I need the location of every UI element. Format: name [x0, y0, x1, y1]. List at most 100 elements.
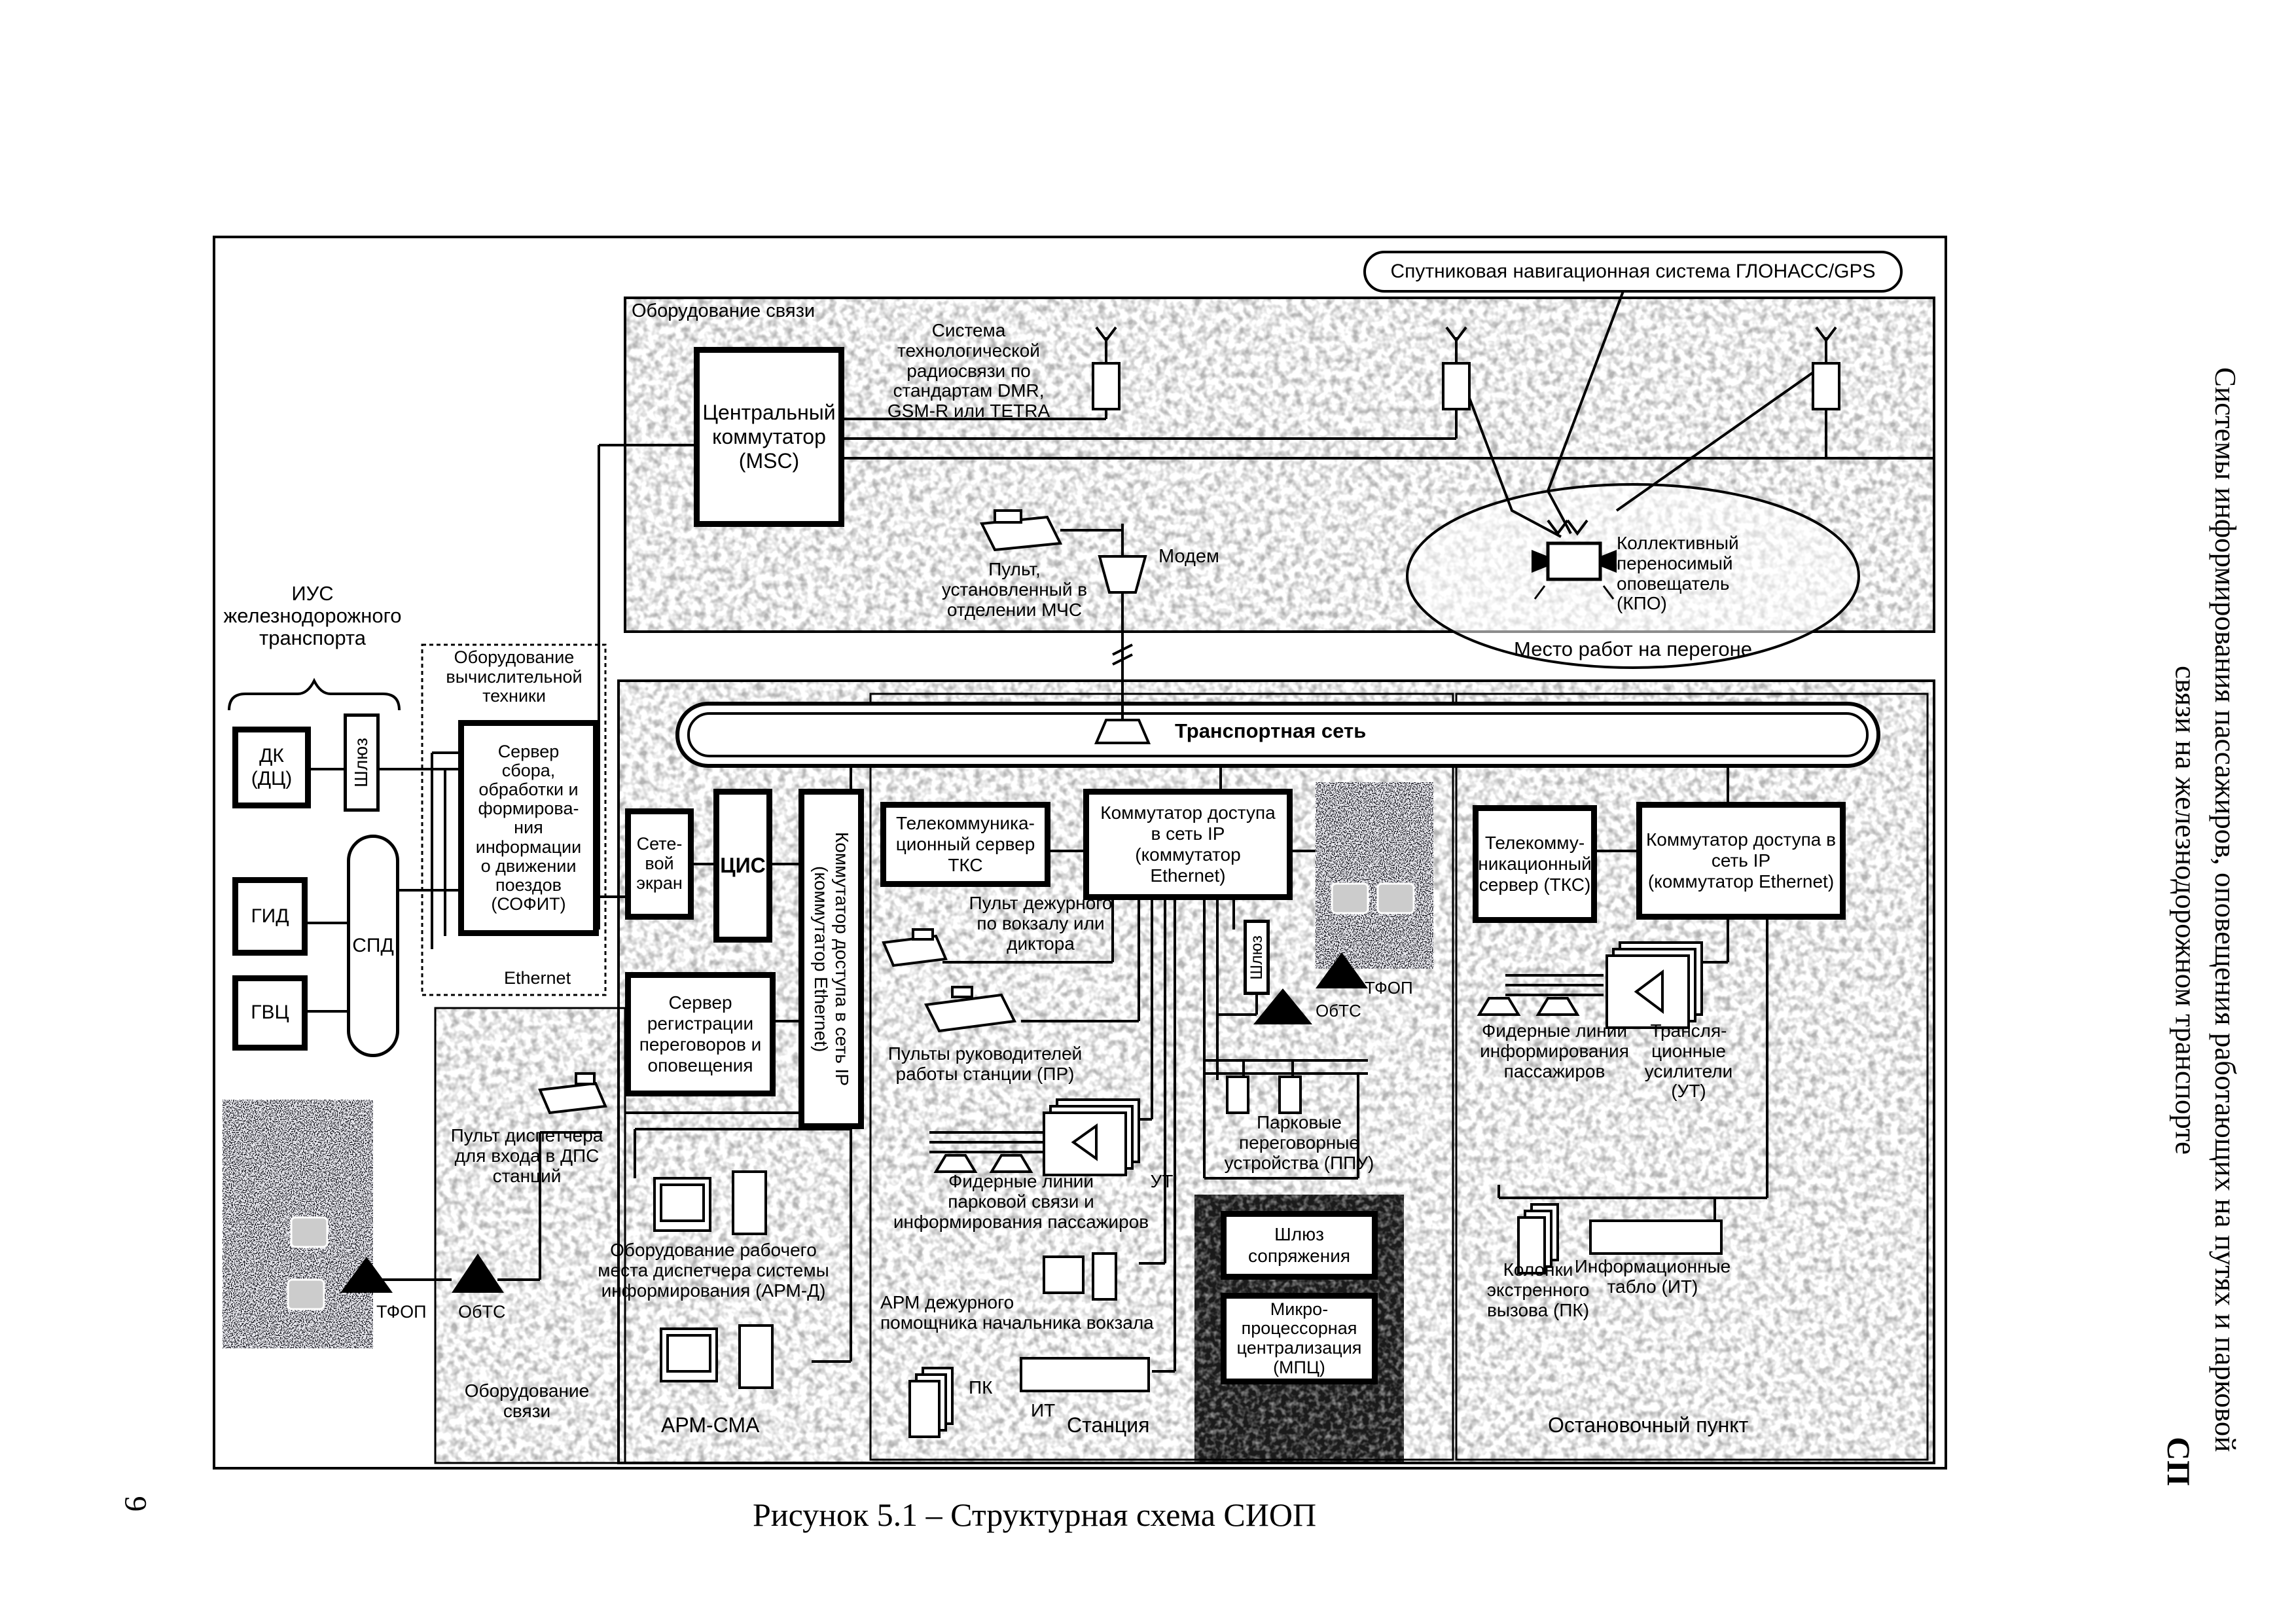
- ppu-device-2: [1278, 1075, 1302, 1114]
- access-switch-station-text: Коммутатор доступа в сеть IP (коммутатор…: [1100, 802, 1276, 886]
- mpc-text: Микро- процессорная централизация (МПЦ): [1236, 1299, 1362, 1377]
- access-switch-station-box: Коммутатор доступа в сеть IP (коммутатор…: [1083, 789, 1293, 900]
- sofit-server-box: Сервер сбора, обработки и формирова- ния…: [458, 720, 599, 936]
- antenna-icons: [1095, 326, 1837, 536]
- kpo-label: Коллективный переносимый оповещатель (КП…: [1617, 533, 1739, 614]
- radio-unit-1: [1092, 362, 1121, 410]
- msc-text: Центральный коммутатор (MSC): [702, 401, 836, 473]
- phone-icons: [287, 882, 1415, 1310]
- access-switch-stop-text: Коммутатор доступа в сеть IP (коммутатор…: [1645, 829, 1837, 892]
- spd-text: СПД: [352, 934, 394, 956]
- dispatcher-console-label: Пульт диспетчера для входа в ДПС станций: [450, 1125, 603, 1186]
- radio-system-label: Система технологической радиосвязи по ст…: [887, 320, 1050, 422]
- park-devices-label: Парковые переговорные устройства (ППУ): [1224, 1112, 1374, 1173]
- mchs-console-label: Пульт, установленный в отделении МЧС: [941, 559, 1088, 620]
- gvc-box: ГВЦ: [232, 975, 308, 1051]
- glonass-label: Спутниковая навигационная система ГЛОНАС…: [1390, 261, 1876, 282]
- arm-sma-label: АРМ-СМА: [661, 1413, 760, 1437]
- figure-caption: Рисунок 5.1 – Структурная схема СИОП: [753, 1496, 1317, 1533]
- feeder-station-label: Фидерные линии парковой связи и информир…: [893, 1171, 1149, 1232]
- tfop-station-triangle: [1316, 952, 1368, 988]
- gateway-left-box: Шлюз: [344, 713, 380, 812]
- cis-text: ЦИС: [720, 854, 766, 878]
- msc-box: Центральный коммутатор (MSC): [694, 347, 844, 527]
- pk-station-label: ПК: [969, 1377, 993, 1398]
- it-board-station: [1020, 1357, 1150, 1392]
- it-station-label: ИТ: [1031, 1400, 1056, 1420]
- tks-station-text: Телекоммуника- ционный сервер ТКС: [895, 812, 1035, 876]
- gid-text: ГИД: [251, 905, 289, 927]
- info-boards-label: Информационные табло (ИТ): [1574, 1256, 1731, 1297]
- modem-shape: [1098, 555, 1147, 594]
- tfop-left-triangle: [340, 1257, 393, 1293]
- computer-icons: [653, 1170, 1117, 1389]
- ethernet-label: Ethernet: [504, 968, 571, 988]
- access-switch-stop-box: Коммутатор доступа в сеть IP (коммутатор…: [1636, 802, 1846, 920]
- pk-columns-stop-icon: [1517, 1203, 1559, 1274]
- pk-columns-station-icon: [908, 1367, 954, 1438]
- interface-gateway-text: Шлюз сопряжения: [1247, 1224, 1351, 1266]
- ut-amplifier-station-icon: [1043, 1098, 1140, 1176]
- arm-assistant-label: АРМ дежурного помощника начальника вокза…: [880, 1292, 1154, 1333]
- dk-text: ДК (ДЦ): [251, 745, 293, 789]
- ut-stop-label: Трансля- ционные усилители (УТ): [1644, 1020, 1733, 1102]
- computing-equipment-label: Оборудование вычислительной техники: [446, 647, 583, 706]
- mpc-box: Микро- процессорная централизация (МПЦ): [1221, 1293, 1378, 1384]
- radio-unit-3: [1812, 362, 1840, 410]
- kpo-device-icon: [1532, 541, 1617, 600]
- feeder-stop-label: Фидерные линии информирования пассажиров: [1480, 1020, 1629, 1081]
- gvc-text: ГВЦ: [251, 1001, 289, 1024]
- tfop-left-label: ТФОП: [376, 1302, 427, 1322]
- obts-left-triangle: [452, 1254, 504, 1293]
- console-icons: [538, 509, 1063, 1115]
- access-switch-vertical-box: Коммутатор доступа в сеть IP (коммутатор…: [798, 789, 864, 1129]
- arm-d-label: Оборудование рабочего места диспетчера с…: [598, 1240, 829, 1301]
- work-place-label: Место работ на перегоне: [1514, 638, 1752, 660]
- firewall-box: Сете- вой экран: [625, 808, 694, 920]
- speaker-icons-station: [933, 997, 1580, 1173]
- side-header-line2: связи на железнодорожном транспорте: [2169, 665, 2202, 1155]
- emergency-columns-label: Колонки экстренного вызова (ПК): [1486, 1259, 1590, 1320]
- modem-label: Модем: [1158, 546, 1219, 567]
- ut-station-label: УТ: [1150, 1171, 1174, 1191]
- ut-amplifier-stop-icon: [1605, 941, 1703, 1029]
- gateway-vertical-text: Шлюз: [1247, 935, 1266, 980]
- obts-left-label: ОбТС: [458, 1302, 506, 1322]
- tks-stop-text: Телекомму- никационный сервер (ТКС): [1478, 832, 1592, 895]
- comm-equipment-bottom-label: Оборудование связи: [464, 1380, 590, 1421]
- sofit-server-text: Сервер сбора, обработки и формирова- ния…: [475, 741, 582, 914]
- side-header-code: СП: [2161, 1437, 2197, 1486]
- transport-network-label: Транспортная сеть: [1175, 719, 1367, 742]
- radio-unit-2: [1442, 362, 1471, 410]
- rec-server-text: Сервер регистрации переговоров и оповеще…: [639, 992, 762, 1076]
- dk-box: ДК (ДЦ): [232, 727, 311, 808]
- stop-zone-label: Остановочный пункт: [1548, 1413, 1749, 1437]
- gateway-left-text: Шлюз: [351, 738, 372, 787]
- tfop-station-label: ТФОП: [1365, 978, 1413, 998]
- station-zone-label: Станция: [1067, 1413, 1150, 1437]
- connection-lines: [308, 291, 1934, 1373]
- gateway-vertical-box: Шлюз: [1244, 920, 1270, 995]
- interface-gateway-box: Шлюз сопряжения: [1221, 1211, 1378, 1280]
- spd-box: СПД: [347, 835, 399, 1057]
- obts-station-label: ОбТС: [1316, 1001, 1361, 1020]
- comm-equipment-top-label: Оборудование связи: [632, 300, 816, 321]
- obts-station-triangle: [1253, 988, 1312, 1024]
- cis-box: ЦИС: [713, 789, 772, 943]
- rec-server-box: Сервер регистрации переговоров и оповеще…: [625, 972, 776, 1096]
- break-marks: [1112, 643, 1133, 666]
- transport-node-shape: [1094, 719, 1151, 744]
- side-header-line1: Системы информирования пассажиров, опове…: [2209, 367, 2242, 1453]
- duty-console-label: Пульт дежурного по вокзалу или диктора: [969, 893, 1113, 954]
- ppu-device-1: [1226, 1075, 1249, 1114]
- firewall-text: Сете- вой экран: [636, 834, 683, 893]
- tks-station-box: Телекоммуника- ционный сервер ТКС: [880, 802, 1050, 887]
- ius-label: ИУС железнодорожного транспорта: [223, 582, 402, 650]
- manager-consoles-label: Пульты руководителей работы станции (ПР): [888, 1043, 1083, 1084]
- diagram-frame: [213, 236, 1947, 1470]
- gid-box: ГИД: [232, 877, 308, 956]
- it-board-stop: [1589, 1219, 1723, 1255]
- tfop-panel-station: [1316, 782, 1433, 969]
- tks-stop-box: Телекомму- никационный сервер (ТКС): [1473, 805, 1597, 923]
- access-switch-vertical-text: Коммутатор доступа в сеть IP (коммутатор…: [811, 831, 853, 1087]
